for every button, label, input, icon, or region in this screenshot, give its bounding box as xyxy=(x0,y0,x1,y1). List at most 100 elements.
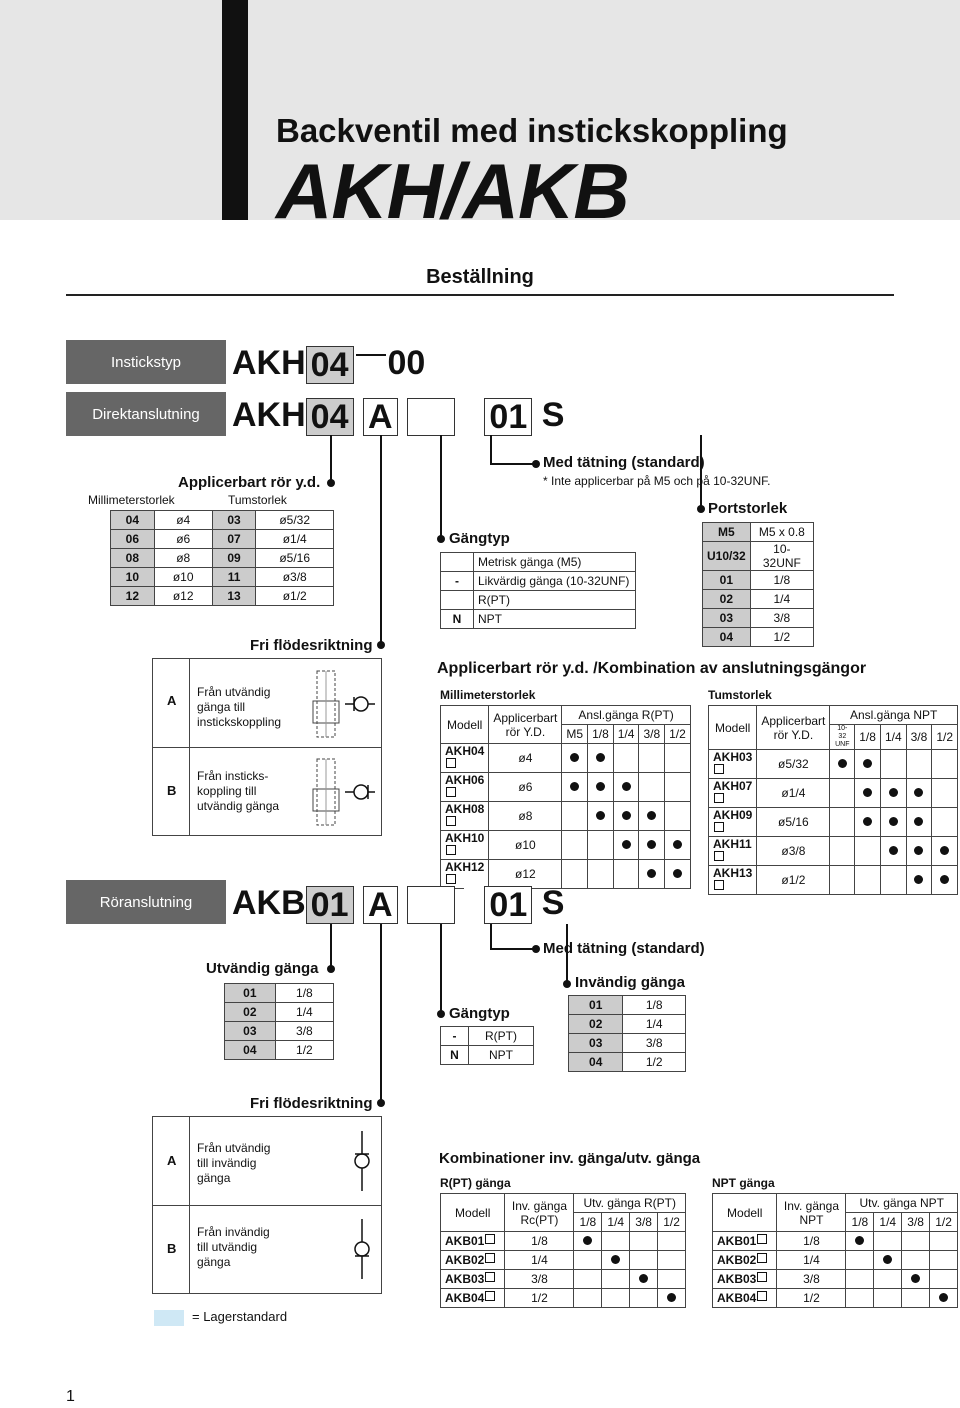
availability-dot xyxy=(863,817,873,826)
dot-cell xyxy=(573,1288,603,1308)
code-female-box: 01 xyxy=(484,886,533,925)
dot-cell xyxy=(929,1288,958,1308)
tube-value: 1/4 xyxy=(776,1250,847,1270)
table-row: AKB02 1/4 xyxy=(711,1250,958,1270)
placeholder-box-icon xyxy=(446,845,456,855)
availability-dot xyxy=(911,1274,921,1283)
dot-cell xyxy=(901,1231,931,1251)
placeholder-box-icon xyxy=(714,851,724,861)
tube-mm-value: ø12 xyxy=(153,586,213,606)
size-header: 1/8 xyxy=(587,724,614,744)
dot-cell xyxy=(905,807,933,837)
row-value: 1/8 xyxy=(274,983,335,1003)
availability-dot xyxy=(888,788,898,797)
availability-dot xyxy=(570,782,580,791)
row-value: Likvärdig gänga (10-32UNF) xyxy=(473,571,636,591)
dot-cell xyxy=(829,836,856,866)
leader-dot xyxy=(532,945,540,953)
tube-value: ø5/16 xyxy=(756,807,831,837)
size-header: 1/2 xyxy=(657,1212,686,1232)
availability-dot xyxy=(621,782,631,791)
flow-code-a: A xyxy=(167,693,177,708)
flow-desc-a: Från utvändig gänga till instickskopplin… xyxy=(197,685,282,729)
model-cell: AKB01 xyxy=(439,1231,506,1251)
row-code: 01 xyxy=(567,995,624,1015)
availability-dot xyxy=(914,788,924,797)
dot-cell xyxy=(845,1231,875,1251)
model-code: AKB02 xyxy=(717,1253,757,1267)
leader-dot xyxy=(377,1099,385,1107)
placeholder-box-icon xyxy=(485,1291,496,1301)
dot-cell xyxy=(657,1269,686,1289)
dot-cell xyxy=(629,1231,659,1251)
row-value: NPT xyxy=(473,609,636,629)
code-prefix: AKH xyxy=(232,344,306,382)
table-row: -Likvärdig gänga (10-32UNF) xyxy=(440,571,636,591)
dot-cell xyxy=(612,772,640,802)
dot-cell xyxy=(905,778,933,808)
leader-port xyxy=(700,435,702,509)
dot-cell xyxy=(638,830,666,860)
leader-flow xyxy=(380,435,382,645)
availability-dot xyxy=(940,875,950,884)
dot-cell xyxy=(854,749,881,779)
page-title: Backventil med instickskoppling xyxy=(276,112,788,149)
dot-cell xyxy=(854,865,881,895)
tube-in-value: ø5/32 xyxy=(255,510,334,530)
dot-cell xyxy=(657,1231,686,1251)
availability-dot xyxy=(595,753,605,762)
dot-cell xyxy=(873,1269,903,1289)
dot-cell xyxy=(601,1231,631,1251)
size-header: 3/8 xyxy=(905,724,933,750)
leader-seal-h xyxy=(490,463,534,465)
dot-cell xyxy=(873,1250,903,1270)
dot-cell xyxy=(929,1250,958,1270)
dot-cell xyxy=(612,830,640,860)
dot-cell xyxy=(873,1288,903,1308)
flow-code-b: B xyxy=(167,783,177,798)
akb-r-subtitle: R(PT) gänga xyxy=(440,1176,511,1190)
dot-cell xyxy=(931,749,958,779)
leader-dot xyxy=(327,965,335,973)
akb-seal-title: Med tätning (standard) xyxy=(543,940,705,957)
tube-value: 1/4 xyxy=(504,1250,575,1270)
dot-cell xyxy=(638,772,666,802)
dot-cell xyxy=(879,865,907,895)
availability-dot xyxy=(647,869,657,878)
tube-value: 1/8 xyxy=(504,1231,575,1251)
code-port-box: 01 xyxy=(484,398,533,437)
header-background xyxy=(0,0,960,220)
placeholder-box-icon xyxy=(446,787,456,797)
legend-text: = Lagerstandard xyxy=(192,1309,288,1324)
model-code: AKH11 xyxy=(713,837,752,851)
placeholder-box-icon xyxy=(485,1234,496,1244)
model-cell: AKH13 xyxy=(707,865,758,895)
dot-cell xyxy=(587,801,614,831)
leader-seal xyxy=(490,435,492,465)
label-roranslutning: Röranslutning xyxy=(66,880,226,924)
dot-cell xyxy=(845,1250,875,1270)
row-code: - xyxy=(440,571,474,591)
dot-cell xyxy=(931,836,958,866)
tube-mm-value: ø6 xyxy=(153,529,213,549)
model-code: AKB03 xyxy=(717,1272,757,1286)
dot-cell xyxy=(929,1231,958,1251)
combo-in-h-tube: Applicerbart rör Y.D. xyxy=(756,705,831,750)
thread-table: Metrisk gänga (M5)-Likvärdig gänga (10-3… xyxy=(440,552,636,629)
model-cell: AKH11 xyxy=(707,836,758,866)
flow-title: Fri flödesriktning xyxy=(250,637,373,654)
dot-cell xyxy=(879,778,907,808)
size-header: 1/8 xyxy=(573,1212,603,1232)
dot-cell xyxy=(664,772,691,802)
